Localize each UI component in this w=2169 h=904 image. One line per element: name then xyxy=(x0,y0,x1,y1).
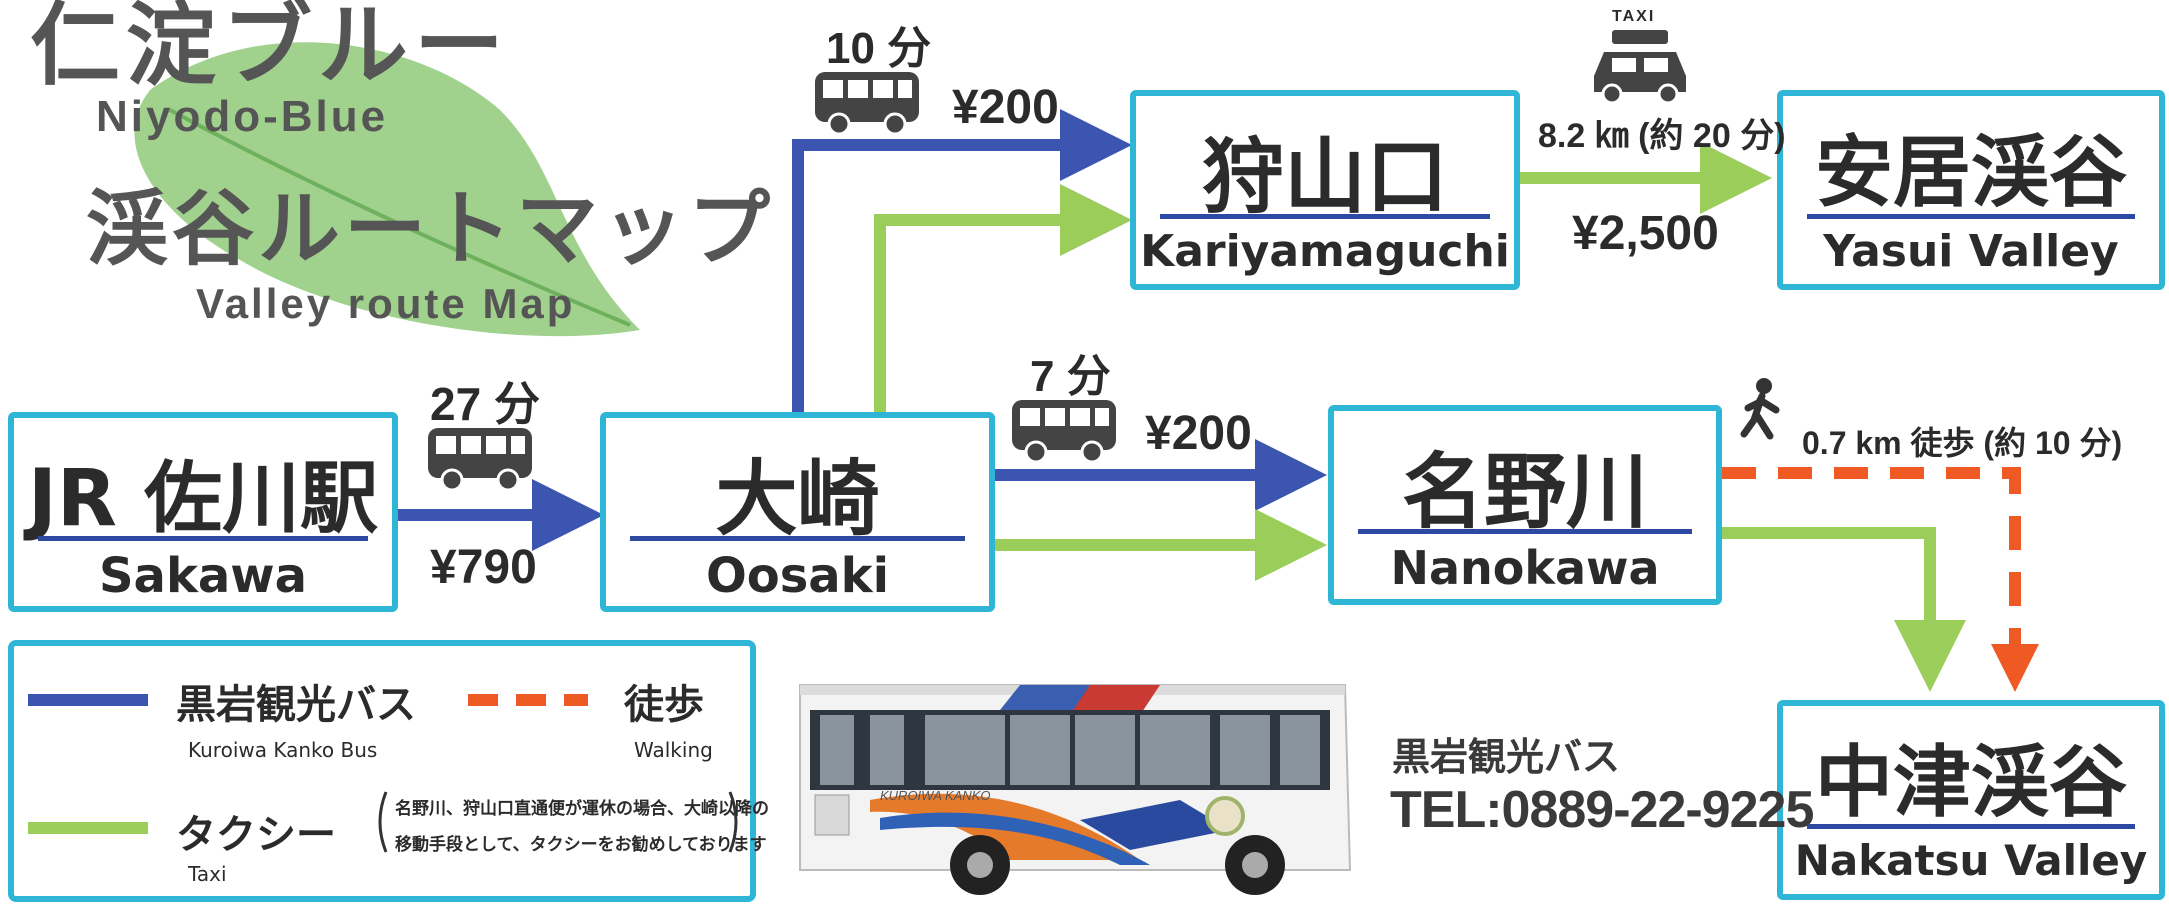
route-oosaki-nanokawa-time: 7 分 xyxy=(1030,352,1111,401)
legend-bus-en: Kuroiwa Kanko Bus xyxy=(188,738,378,762)
taxi-icon-label: TAXI xyxy=(1612,8,1656,25)
taxi-icon xyxy=(1594,30,1686,105)
station-yasui-jp: 安居渓谷 xyxy=(1814,128,2127,218)
station-sakawa-jp: JR 佐川駅 xyxy=(27,454,379,544)
title-jp: 仁淀ブルー xyxy=(30,0,510,98)
legend-bus-jp: 黒岩観光バス xyxy=(176,682,416,728)
legend-taxi-jp: タクシー xyxy=(176,812,336,858)
station-kariyamaguchi: 狩山口 Kariyamaguchi xyxy=(1130,90,1520,290)
route-oosaki-nanokawa-fare: ¥200 xyxy=(1145,407,1252,460)
legend-walk-jp: 徒歩 xyxy=(624,682,704,728)
bus-route-oosaki-kariyamaguchi xyxy=(792,109,1132,412)
walking-person-icon xyxy=(1740,378,1780,440)
station-nakatsu: 中津渓谷 Nakatsu Valley xyxy=(1777,700,2165,900)
station-yasui-en: Yasui Valley xyxy=(1823,226,2119,277)
bus-livery-text: KUROIWA KANKO xyxy=(880,788,991,803)
leaf-decoration xyxy=(134,42,640,337)
route-oosaki-kariyamaguchi-time: 10 分 xyxy=(826,24,932,73)
taxi-route-oosaki-kariyamaguchi xyxy=(874,184,1132,412)
route-taxi-distance: 8.2 ㎞ (約 20 分) xyxy=(1538,117,1786,155)
legend-walk-en: Walking xyxy=(634,738,713,762)
station-oosaki-jp: 大崎 xyxy=(715,452,880,547)
legend-note-line2: 移動手段として、タクシーをお勧めしております xyxy=(395,835,767,855)
walk-route-nanokawa-nakatsu xyxy=(1722,467,2039,692)
bus-icon xyxy=(428,428,532,492)
contact-tel: TEL:0889-22-9225 xyxy=(1390,781,1814,839)
station-yasui-underline xyxy=(1807,214,2135,219)
route-sakawa-oosaki-time: 27 分 xyxy=(430,378,540,430)
route-taxi-fare: ¥2,500 xyxy=(1572,207,1719,260)
station-kariyamaguchi-en: Kariyamaguchi xyxy=(1140,226,1510,277)
station-sakawa-underline xyxy=(38,536,368,541)
legend-taxi-en: Taxi xyxy=(188,862,227,886)
bus-icon xyxy=(1012,400,1116,464)
route-oosaki-kariyamaguchi-fare: ¥200 xyxy=(952,81,1059,134)
station-nakatsu-underline xyxy=(1807,824,2135,829)
station-nanokawa: 名野川 Nanokawa xyxy=(1328,405,1722,605)
station-nanokawa-underline xyxy=(1358,529,1692,534)
station-oosaki-underline xyxy=(630,536,965,541)
station-kariyamaguchi-jp: 狩山口 xyxy=(1201,130,1448,225)
title-en: Niyodo-Blue xyxy=(96,92,389,141)
legend-note-line1: 名野川、狩山口直通便が運休の場合、大崎以降の xyxy=(395,799,769,819)
note-bracket-right xyxy=(728,791,738,853)
station-oosaki-en: Oosaki xyxy=(705,548,890,604)
map-title-en: Valley route Map xyxy=(196,280,576,327)
station-nakatsu-en: Nakatsu Valley xyxy=(1794,836,2148,885)
station-sakawa: JR 佐川駅 Sakawa xyxy=(8,412,398,612)
station-oosaki: 大崎 Oosaki xyxy=(600,412,995,612)
station-nanokawa-en: Nanokawa xyxy=(1390,541,1660,595)
station-yasui: 安居渓谷 Yasui Valley xyxy=(1777,90,2165,290)
station-nanokawa-jp: 名野川 xyxy=(1401,445,1648,540)
contact-company: 黒岩観光バス xyxy=(1392,737,1621,779)
station-sakawa-en: Sakawa xyxy=(98,548,307,604)
station-nakatsu-jp: 中津渓谷 xyxy=(1814,738,2127,828)
station-kariyamaguchi-underline xyxy=(1160,214,1490,219)
legend-box xyxy=(8,640,756,902)
bus-icon xyxy=(815,72,919,136)
route-sakawa-oosaki-fare: ¥790 xyxy=(430,541,537,594)
map-title-jp: 渓谷ルートマップ xyxy=(86,182,775,277)
bus-photo: KUROIWA KANKO xyxy=(799,684,1352,895)
route-walk-text: 0.7 km 徒歩 (約 10 分) xyxy=(1802,425,2123,461)
taxi-route-nanokawa-nakatsu xyxy=(1722,527,1966,692)
note-bracket-left xyxy=(378,791,388,853)
